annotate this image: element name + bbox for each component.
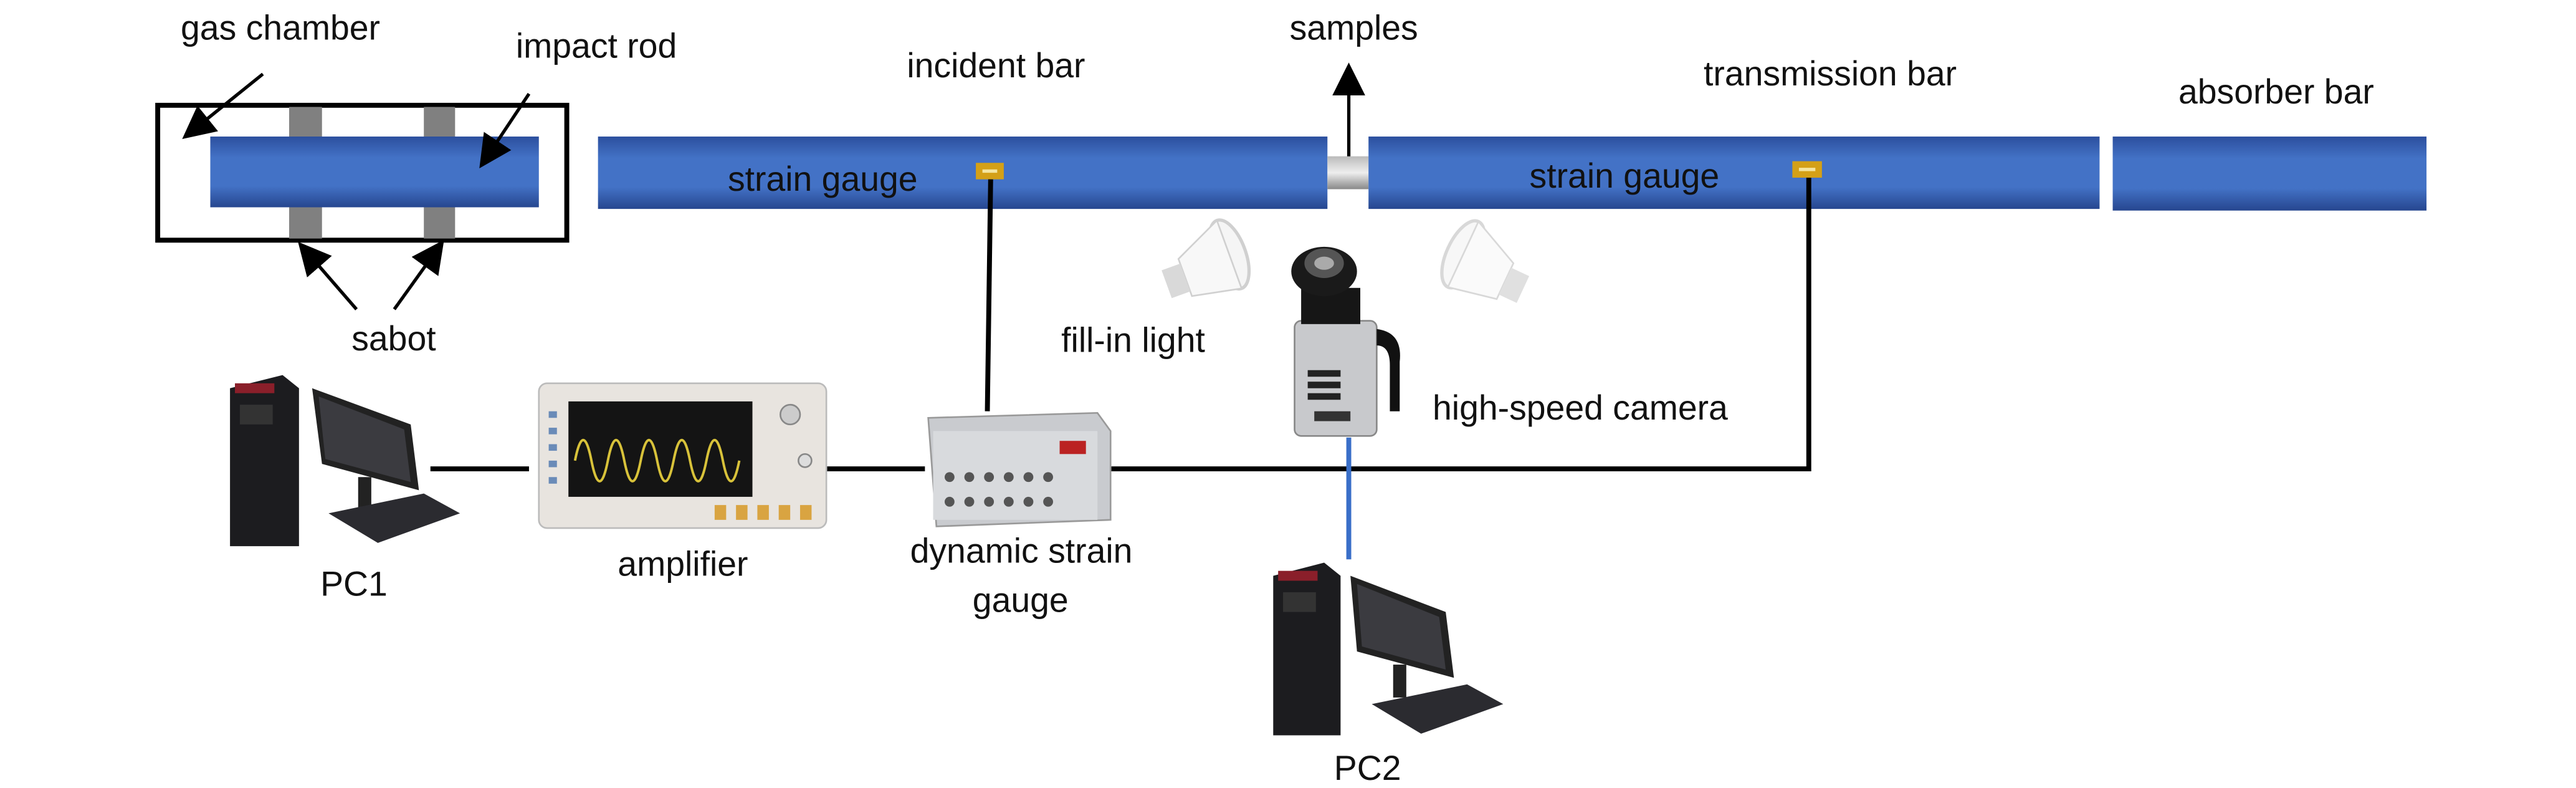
fill-in-light-label: fill-in light [1061, 321, 1205, 360]
sabot-bottom-left [289, 207, 322, 239]
sabot-arrow-left [298, 241, 358, 310]
pc1-computer-icon [230, 375, 460, 547]
pc1-label: PC1 [320, 564, 388, 603]
dynamic-strain-gauge-label-line2: gauge [973, 581, 1069, 620]
absorber-bar [2112, 137, 2427, 211]
incident-bar [598, 137, 1328, 209]
sabot-top-left [289, 107, 322, 138]
sabot-top-right [424, 107, 456, 138]
incident-bar-label: incident bar [907, 46, 1085, 85]
gas-chamber-arrow [182, 72, 264, 139]
signal-wires [430, 177, 1811, 472]
dynamic-strain-gauge-label-line1: dynamic strain [910, 531, 1133, 570]
high-speed-camera-icon [1291, 246, 1400, 437]
impact-rod [210, 137, 539, 208]
pc2-label: PC2 [1334, 749, 1401, 787]
transmission-bar [1368, 137, 2100, 209]
sabot-bottom-right [424, 207, 456, 239]
fill-in-light-right-icon [1440, 219, 1530, 303]
high-speed-camera-label: high-speed camera [1433, 388, 1728, 427]
strain-gauge-incident-label: strain gauge [728, 160, 918, 198]
strain-gauge-transmission-label: strain gauge [1530, 156, 1720, 195]
dynamic-strain-gauge-icon [927, 412, 1112, 527]
absorber-bar-label: absorber bar [2178, 72, 2374, 111]
strain-gauge-incident [976, 163, 1004, 180]
pc2-computer-icon [1273, 562, 1504, 736]
sabot-arrow-right [393, 239, 444, 310]
impact-rod-label: impact rod [516, 26, 677, 65]
amplifier-icon [538, 382, 828, 529]
transmission-bar-label: transmission bar [1704, 54, 1957, 93]
fill-in-light-left-icon [1162, 218, 1251, 299]
gas-chamber-label: gas chamber [181, 8, 380, 47]
strain-gauge-transmission [1792, 161, 1822, 178]
sabot-label: sabot [351, 319, 436, 358]
gas-chamber [155, 102, 570, 243]
samples-label: samples [1290, 8, 1418, 47]
sample [1327, 156, 1369, 190]
impact-rod-arrow [479, 92, 531, 169]
amplifier-label: amplifier [618, 545, 748, 584]
